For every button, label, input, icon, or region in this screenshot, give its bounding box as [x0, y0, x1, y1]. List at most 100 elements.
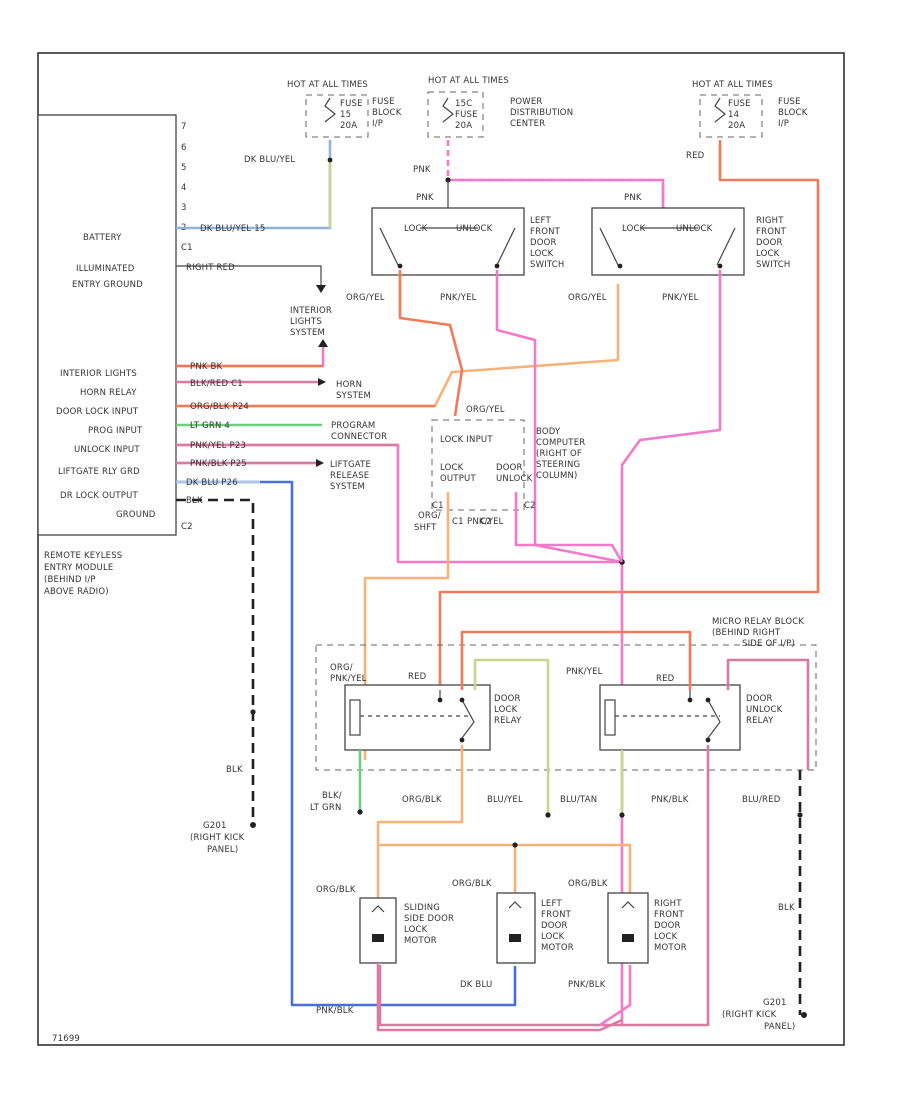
sliding-motor-terminal — [371, 905, 385, 913]
label-pnk-blk: PNK/BLK P25 — [190, 459, 247, 469]
door-unlock-relay: DOOR UNLOCK RELAY — [599, 684, 782, 751]
fuse-right-line2: 14 — [728, 110, 739, 120]
right-motor-label-2: FRONT — [654, 910, 685, 920]
left-switch-pnk: PNK — [416, 193, 434, 203]
right-switch-pin-b — [717, 263, 723, 269]
label-relay-pnk-blk: PNK/BLK — [651, 795, 689, 805]
door-unlock-relay-pin-a — [687, 697, 693, 703]
label-blk-red: BLK/RED C1 — [190, 379, 243, 389]
label-motor-pnk-blk-2: PNK/BLK — [568, 980, 606, 990]
sliding-motor-label-2: SIDE DOOR — [404, 914, 454, 924]
right-motor-label-1: RIGHT — [654, 899, 682, 909]
micro-relay-red-right: RED — [656, 674, 675, 684]
body-computer: ORG/YEL LOCK INPUT LOCK OUTPUT DOOR UNLO… — [431, 405, 585, 511]
label-liftgate-system: SYSTEM — [330, 482, 365, 492]
fuse-left-line1: FUSE — [340, 99, 363, 109]
module-pin-5: 5 — [181, 163, 187, 173]
junction-fuse-left — [327, 157, 333, 163]
micro-relay-label-3: SIDE OF I/P) — [742, 639, 795, 649]
left-motor-org-blk: ORG/BLK — [452, 879, 492, 889]
arrow-liftgate — [316, 459, 324, 467]
label-blk-ltgrn-1: BLK/ — [322, 791, 342, 801]
wire-bc-door-unlock — [514, 492, 624, 563]
fuse-center: HOT AT ALL TIMES 15C FUSE 20A POWER DIST… — [427, 76, 573, 138]
door-unlock-relay-label-1: DOOR — [746, 694, 773, 704]
fuse-center-side1: POWER — [510, 97, 543, 107]
module-pin-6: 6 — [181, 143, 187, 153]
fuse-center-line2: FUSE — [455, 110, 478, 120]
left-motor-symbol — [509, 934, 521, 942]
fuse-right: HOT AT ALL TIMES FUSE 14 20A FUSE BLOCK … — [692, 80, 807, 138]
arrow-interior-lights — [316, 285, 326, 293]
fuse-left: HOT AT ALL TIMES FUSE 15 20A FUSE BLOCK … — [287, 80, 401, 138]
ground-point-right — [801, 1012, 807, 1018]
right-switch-lock: LOCK — [622, 224, 646, 234]
left-motor-terminal — [508, 901, 522, 909]
ground-point-left — [250, 822, 256, 828]
wire-motor-bus — [378, 843, 632, 898]
right-switch-pnk: PNK — [624, 193, 642, 203]
door-lock-relay-pin-c — [459, 737, 465, 743]
micro-relay-block-box — [315, 644, 817, 771]
body-computer-label-3: (RIGHT OF — [536, 449, 582, 459]
left-switch-contacts — [379, 227, 516, 266]
left-motor-label-2: FRONT — [541, 910, 572, 920]
wire-relay-lock-org — [376, 745, 464, 900]
module-pin-c1: C1 — [181, 243, 193, 253]
left-switch-label-4: LOCK — [530, 249, 554, 259]
label-horn: HORN — [336, 380, 362, 390]
wire-battery-dk-blu-yel — [176, 140, 332, 230]
sliding-motor-label-1: SLIDING — [404, 903, 440, 913]
fuse-center-side2: DISTRIBUTION — [510, 108, 573, 118]
right-switch-pin-a — [617, 263, 623, 269]
door-unlock-relay-box — [599, 684, 741, 751]
arrow-interior-up — [318, 339, 328, 347]
fuse-right-side3: I/P — [778, 119, 789, 129]
module-name-4: ABOVE RADIO) — [44, 587, 109, 597]
door-unlock-relay-pin-b — [705, 697, 711, 703]
module-name-1: REMOTE KEYLESS — [44, 551, 122, 561]
door-lock-relay-pin-b — [459, 697, 465, 703]
wire-module-ground — [176, 498, 255, 825]
fuse-left-line3: 20A — [340, 121, 357, 131]
module-row-unlock-input: UNLOCK INPUT — [74, 445, 140, 455]
module-row-entry-ground: ENTRY GROUND — [72, 280, 143, 290]
body-computer-c2: C2 — [524, 501, 536, 511]
label-program: PROGRAM — [331, 421, 375, 431]
remote-keyless-entry-module: 7 6 5 4 3 2 C1 BATTERY ILLUMINATED ENTRY… — [37, 114, 193, 597]
left-switch-label-3: DOOR — [530, 238, 557, 248]
body-computer-box — [431, 419, 525, 511]
ground-blu-tan — [619, 812, 625, 818]
label-horn-system: SYSTEM — [336, 391, 371, 401]
fuse-left-side3: I/P — [372, 119, 383, 129]
left-switch-unlock: UNLOCK — [456, 224, 493, 234]
left-motor-box — [496, 892, 536, 964]
label-right-org-yel: ORG/YEL — [568, 293, 607, 303]
right-front-door-lock-switch: PNK LOCK UNLOCK RIGHT FRONT DOOR LOCK SW… — [591, 193, 790, 276]
wire-right-switch-pnk — [620, 270, 722, 1025]
sliding-motor-label-4: MOTOR — [404, 936, 437, 946]
module-row-interior-lights: INTERIOR LIGHTS — [60, 369, 137, 379]
left-motor-label-3: DOOR — [541, 921, 568, 931]
label-g201-right: G201 — [763, 998, 787, 1008]
body-computer-org-yel: ORG/YEL — [466, 405, 505, 415]
left-switch-pin-b — [494, 263, 500, 269]
label-dk-blu: DK BLU P26 — [186, 478, 238, 488]
fuse-left-box — [305, 94, 369, 138]
left-switch-pin-a — [397, 263, 403, 269]
module-row-horn-relay: HORN RELAY — [80, 388, 137, 398]
sliding-motor-org-blk: ORG/BLK — [316, 885, 356, 895]
door-lock-relay-label-3: RELAY — [494, 716, 522, 726]
right-switch-contacts — [599, 227, 736, 266]
micro-relay-block: MICRO RELAY BLOCK (BEHIND RIGHT SIDE OF … — [315, 617, 817, 771]
fuse-right-box — [699, 94, 763, 138]
fuse-left-line2: 15 — [340, 110, 351, 120]
module-name-3: (BEHIND I/P — [44, 575, 96, 585]
right-front-door-lock-motor: ORG/BLK RIGHT FRONT DOOR LOCK MOTOR — [568, 879, 687, 964]
sliding-motor-box — [359, 897, 397, 964]
label-release: RELEASE — [330, 471, 369, 481]
sliding-side-door-lock-motor: ORG/BLK SLIDING SIDE DOOR LOCK MOTOR — [316, 885, 454, 964]
micro-relay-label-2: (BEHIND RIGHT — [712, 628, 781, 638]
label-pnk: PNK — [413, 165, 431, 175]
